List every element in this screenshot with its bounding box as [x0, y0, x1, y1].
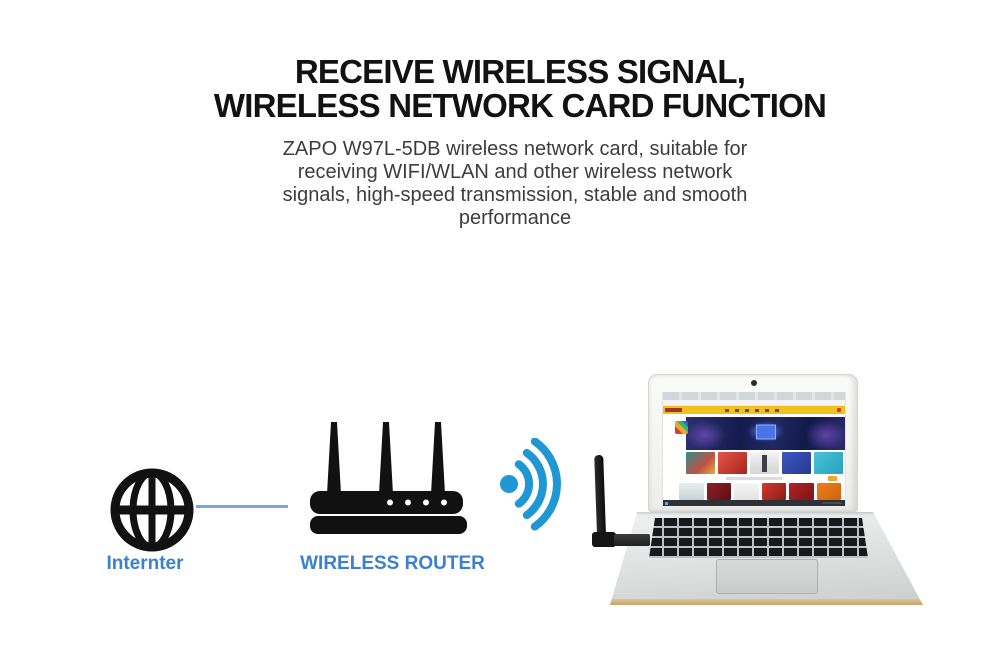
- website-nav-links: [725, 409, 783, 412]
- thumbnail: [789, 483, 814, 500]
- usb-wifi-adapter: [614, 534, 650, 546]
- globe-icon-svg: [110, 468, 194, 552]
- router-icon-svg: [310, 422, 467, 534]
- thumbnail: [734, 483, 759, 500]
- router-label: WIRELESS ROUTER: [300, 553, 485, 574]
- laptop-lid: [648, 374, 858, 512]
- thumbnail: [761, 483, 786, 500]
- start-button-icon: [665, 501, 668, 505]
- laptop-screen: [662, 392, 846, 506]
- banner-emblem: [755, 424, 776, 440]
- product-description: ZAPO W97L-5DB wireless network card, sui…: [282, 138, 748, 229]
- wireless-router-icon: [300, 422, 472, 534]
- website-navbar: [663, 406, 845, 414]
- usb-adapter-hinge: [592, 532, 616, 547]
- thumbnail: [686, 452, 715, 474]
- website-hero-banner: [675, 417, 845, 450]
- webcam-icon: [751, 380, 757, 386]
- section-heading-strip: [663, 474, 845, 483]
- connector-line: [196, 505, 288, 508]
- browser-tab-bar: [663, 392, 845, 400]
- laptop-front-edge: [610, 599, 923, 605]
- laptop-keyboard: [649, 518, 868, 558]
- thumbnail-row: [679, 483, 841, 500]
- website-nav-badge: [837, 408, 841, 412]
- system-tray: [822, 502, 842, 504]
- thumbnail: [718, 452, 747, 474]
- internet-label: Internter: [106, 553, 184, 574]
- wifi-signal-icon: [497, 437, 579, 538]
- laptop-photo: [585, 368, 985, 613]
- site-brand-chip: [675, 421, 688, 434]
- thumbnail: [679, 483, 704, 500]
- browser-address-bar: [663, 400, 845, 406]
- website-logo: [665, 408, 682, 412]
- thumbnail: [706, 483, 731, 500]
- thumbnail: [814, 452, 843, 474]
- page-title: RECEIVE WIRELESS SIGNAL, WIRELESS NETWOR…: [213, 53, 827, 124]
- windows-taskbar: [663, 500, 845, 506]
- thumbnail-row: [686, 452, 843, 474]
- laptop-trackpad: [716, 559, 818, 594]
- wifi-icon-svg: [500, 437, 561, 531]
- thumbnail: [782, 452, 811, 474]
- globe-icon: [108, 466, 196, 554]
- usb-adapter-antenna: [594, 454, 606, 536]
- thumbnail: [750, 452, 779, 474]
- thumbnail: [816, 483, 841, 500]
